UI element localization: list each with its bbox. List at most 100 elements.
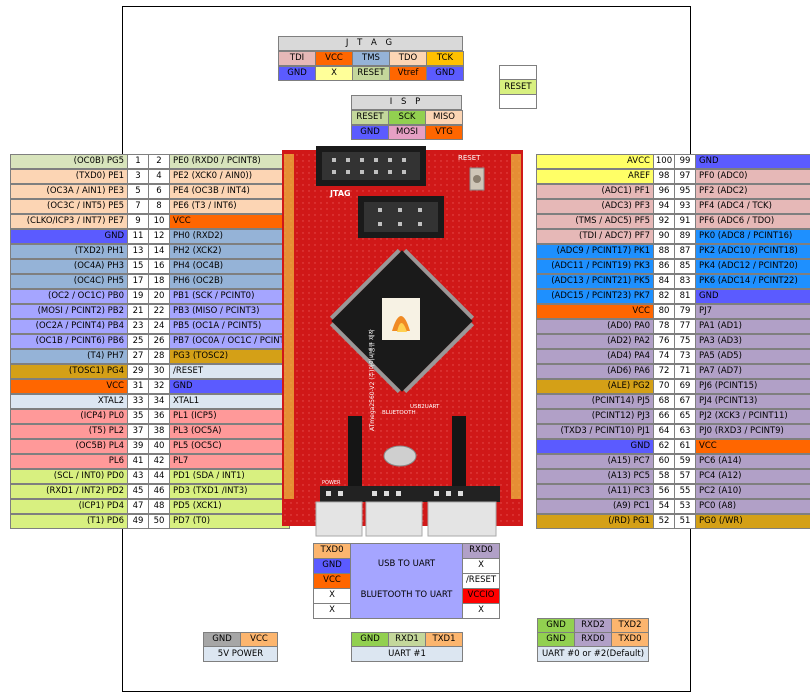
pin-label-right: GND (695, 154, 810, 169)
pin-number: 76 (653, 334, 675, 349)
pin-label-left: (MOSI / PCINT2) PB2 (10, 304, 128, 319)
pin-label-left: (TXD3 / PCINT10) PJ1 (536, 424, 654, 439)
pin-label-left: (OC4A) PH3 (10, 259, 128, 274)
jtag-pin: RESET (352, 66, 390, 81)
pin-label-left: (OC4C) PH5 (10, 274, 128, 289)
usb-header-right (452, 416, 466, 506)
pin-number: 9 (127, 214, 149, 229)
pin-label-right: PG0 (/WR) (695, 514, 810, 529)
pin-label-right: PC2 (A10) (695, 484, 810, 499)
pin-number: 52 (653, 514, 675, 529)
pin-label-left: (OC5B) PL4 (10, 439, 128, 454)
pin-label-right: PA1 (AD1) (695, 319, 810, 334)
pin-label-left: (OC3C / INT5) PE5 (10, 199, 128, 214)
jtag-pin: TCK (426, 51, 464, 66)
jtag-pin: Vtref (389, 66, 427, 81)
pin-number: 75 (674, 334, 696, 349)
pin-label-right: GND (695, 289, 810, 304)
pin-number: 20 (148, 289, 170, 304)
jtag-title: J T A G (278, 36, 463, 51)
pin-number: 63 (674, 424, 696, 439)
pin-number: 80 (653, 304, 675, 319)
pin-number: 58 (653, 469, 675, 484)
pin-number: 53 (674, 499, 696, 514)
pin-number: 23 (127, 319, 149, 334)
pin-number: 88 (653, 244, 675, 259)
pin-label-left: (ALE) PG2 (536, 379, 654, 394)
pin-label-right: /RESET (169, 364, 290, 379)
bottom-headers (320, 486, 500, 502)
pin-number: 27 (127, 349, 149, 364)
pin-label-left: XTAL2 (10, 394, 128, 409)
pin-label-right: PC0 (A8) (695, 499, 810, 514)
isp-pin: MOSI (388, 125, 426, 140)
usb-uart-right-pin: X (462, 558, 500, 574)
pin-label-left: (TXD2) PH1 (10, 244, 128, 259)
reset-box-bottom (499, 94, 537, 109)
pin-number: 98 (653, 169, 675, 184)
pin-label-right: PB3 (MISO / PCINT3) (169, 304, 290, 319)
pin-number: 10 (148, 214, 170, 229)
isp-title: I S P (351, 95, 462, 110)
pin-number: 18 (148, 274, 170, 289)
pin-label-left: AREF (536, 169, 654, 184)
pin-label-left: AVCC (536, 154, 654, 169)
board-photo: JTAG RESET ATmega2560-V2 (주)아이씨뱅큐 제작 USB… (282, 146, 523, 538)
pin-number: 32 (148, 379, 170, 394)
pin-label-right: VCC (695, 439, 810, 454)
pin-number: 49 (127, 514, 149, 529)
pin-label-right: PL3 (OC5A) (169, 424, 290, 439)
pin-label-right: PE0 (RXD0 / PCINT8) (169, 154, 290, 169)
usb-uart-right-pin: X (462, 603, 500, 619)
pin-label-left: GND (536, 439, 654, 454)
usb-uart-left-pin: X (313, 603, 351, 619)
pin-number: 43 (127, 469, 149, 484)
pin-label-right: PD7 (T0) (169, 514, 290, 529)
pin-label-right: PJ4 (PCINT13) (695, 394, 810, 409)
pin-number: 77 (674, 319, 696, 334)
uart02-pin: GND (537, 618, 575, 633)
pin-label-left: (OC3A / AIN1) PE3 (10, 184, 128, 199)
jtag-pin: X (315, 66, 353, 81)
pin-number: 74 (653, 349, 675, 364)
usb-uart-right-pin: /RESET (462, 573, 500, 589)
pin-label-left: (T5) PL2 (10, 424, 128, 439)
pin-label-right: PA5 (AD5) (695, 349, 810, 364)
reset-box-top (499, 65, 537, 80)
uart02-pin: GND (537, 632, 575, 647)
pin-label-left: (ADC3) PF3 (536, 199, 654, 214)
pin-number: 40 (148, 439, 170, 454)
pin-label-right: PA3 (AD3) (695, 334, 810, 349)
connector-power (315, 501, 363, 537)
pin-number: 95 (674, 184, 696, 199)
pin-number: 78 (653, 319, 675, 334)
pin-number: 97 (674, 169, 696, 184)
pin-number: 25 (127, 334, 149, 349)
pin-number: 28 (148, 349, 170, 364)
power-pin: GND (203, 632, 241, 647)
uart02-pin: TXD2 (611, 618, 649, 633)
pin-number: 54 (653, 499, 675, 514)
silk-chip: ATmega2560-V2 (주)아이씨뱅큐 제작 (368, 329, 376, 431)
pin-label-right: PD1 (SDA / INT1) (169, 469, 290, 484)
isp-pin: SCK (388, 110, 426, 125)
connector-uart1 (365, 501, 423, 537)
pin-label-right: PE4 (OC3B / INT4) (169, 184, 290, 199)
pin-number: 47 (127, 499, 149, 514)
crystal (383, 445, 417, 467)
pin-label-left: (OC1B / PCINT6) PB6 (10, 334, 128, 349)
pin-number: 71 (674, 364, 696, 379)
pin-label-left: (TMS / ADC5) PF5 (536, 214, 654, 229)
pin-label-right: PF2 (ADC2) (695, 184, 810, 199)
pin-number: 17 (127, 274, 149, 289)
pin-label-right: VCC (169, 214, 290, 229)
